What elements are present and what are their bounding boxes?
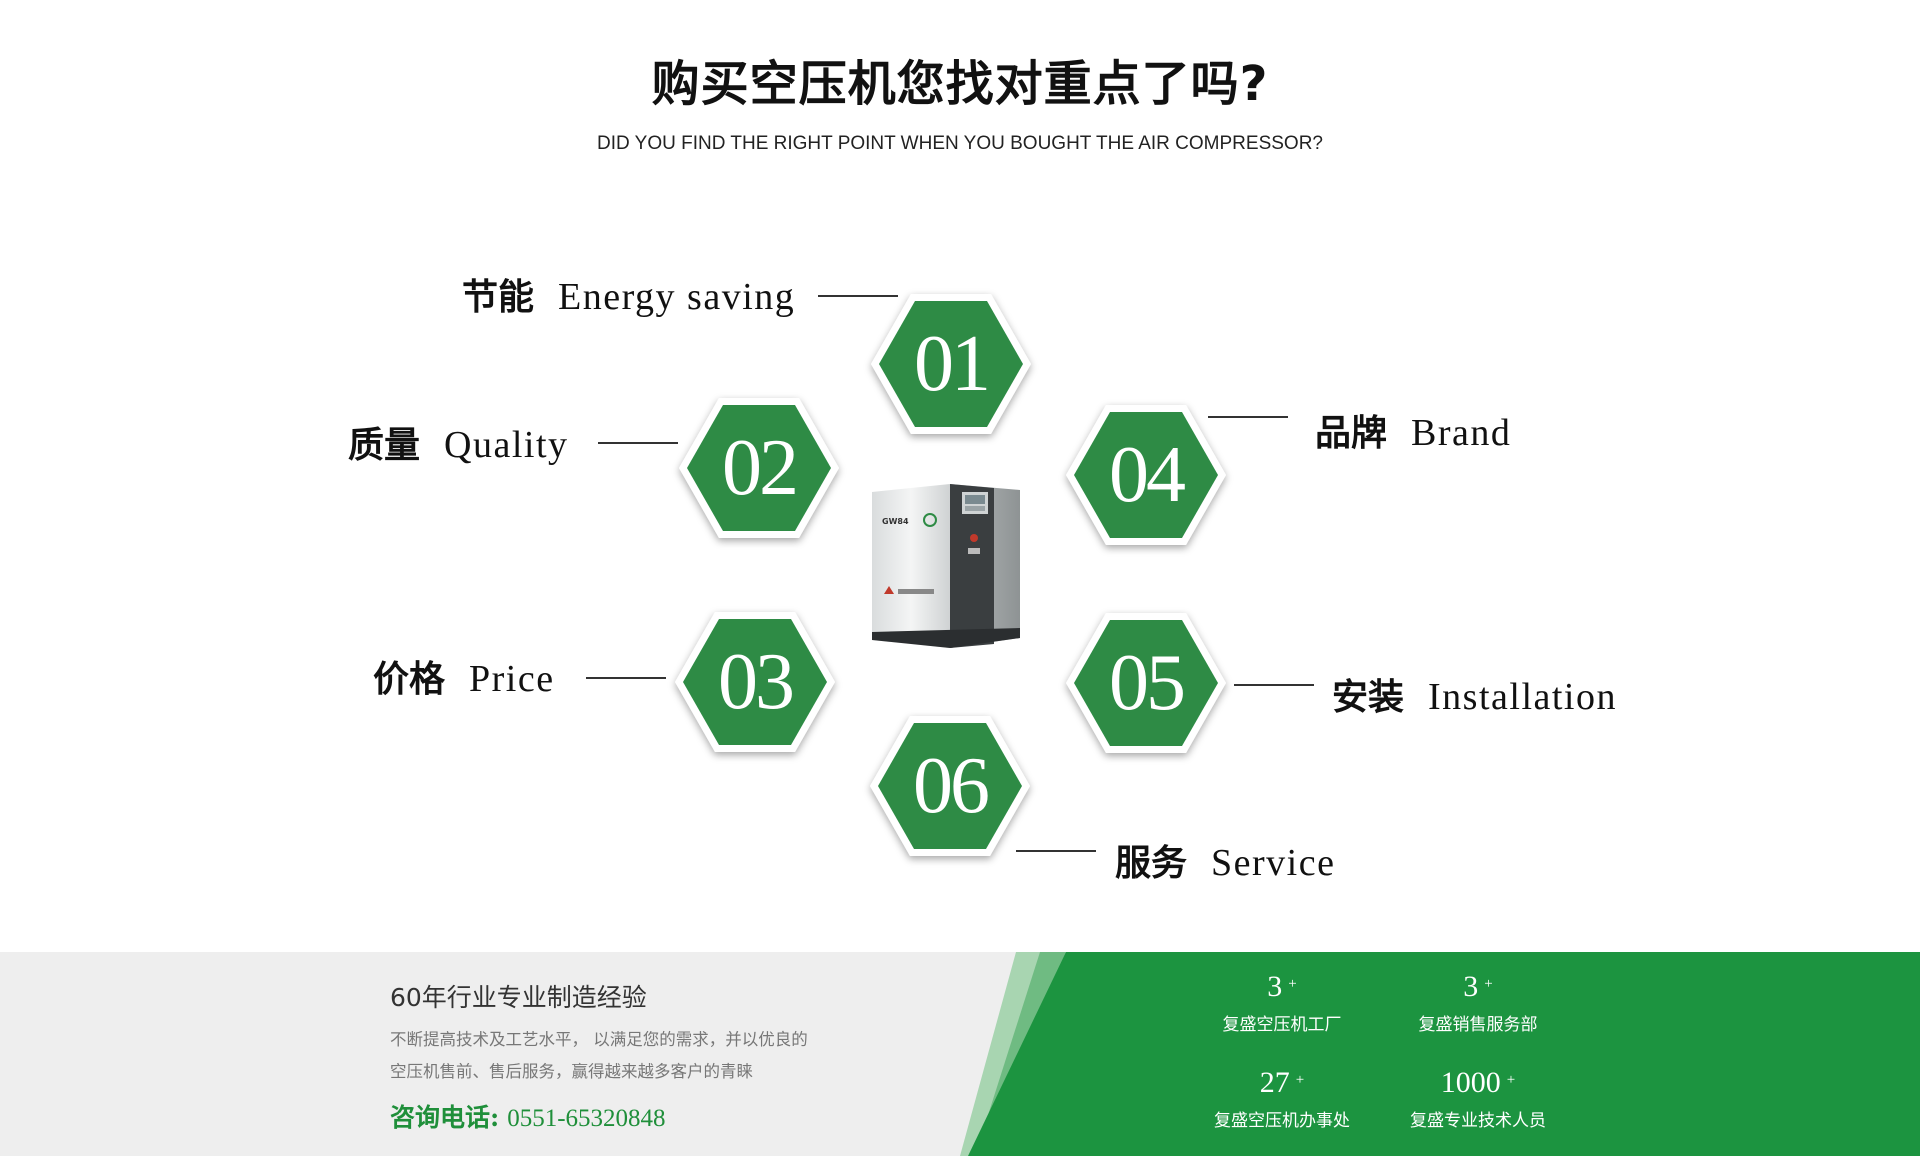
point-hex-01: 01: [871, 294, 1031, 434]
connector-line: [1234, 684, 1314, 686]
point-number: 01: [914, 320, 991, 408]
point-number: 02: [722, 424, 799, 512]
air-compressor-image: GW84: [870, 482, 1030, 654]
point-hex-06: 06: [870, 716, 1030, 856]
label-en: Brand: [1411, 412, 1512, 454]
point-number: 05: [1109, 639, 1186, 727]
stat-plus: +: [1295, 1072, 1305, 1088]
label-en: Energy saving: [558, 276, 796, 318]
stat-factories: 3 + 复盛空压机工厂: [1182, 970, 1382, 1035]
stat-value: 3: [1463, 970, 1479, 1003]
stat-label: 复盛空压机工厂: [1222, 1015, 1342, 1035]
footer-title: 60年行业专业制造经验: [390, 983, 647, 1012]
point-number: 03: [718, 638, 795, 726]
stat-value: 27: [1259, 1066, 1290, 1099]
point-number: 06: [913, 742, 990, 830]
label-zh: 品牌: [1315, 412, 1388, 454]
label-en: Price: [469, 658, 555, 700]
label-en: Service: [1211, 842, 1336, 884]
stat-value: 1000: [1440, 1066, 1501, 1099]
footer-desc-line: 不断提高技术及工艺水平， 以满足您的需求，并以优良的: [390, 1030, 808, 1049]
label-en: Quality: [444, 424, 569, 466]
stat-sales-offices: 3 + 复盛销售服务部: [1378, 970, 1578, 1035]
stat-label: 复盛专业技术人员: [1410, 1111, 1546, 1131]
footer-info-panel: [0, 952, 1100, 1156]
point-hex-05: 05: [1066, 613, 1226, 753]
label-zh: 服务: [1115, 842, 1188, 884]
connector-line: [1208, 416, 1288, 418]
point-label-price: 价格 Price: [373, 650, 555, 702]
stat-plus: +: [1288, 976, 1297, 992]
section-subtitle: DID YOU FIND THE RIGHT POINT WHEN YOU BO…: [597, 133, 1323, 154]
label-en: Installation: [1428, 676, 1617, 718]
stat-value: 3: [1267, 970, 1283, 1003]
footer-description: 不断提高技术及工艺水平， 以满足您的需求，并以优良的 空压机售前、售后服务，赢得…: [390, 1024, 870, 1088]
connector-line: [598, 442, 678, 444]
point-hex-04: 04: [1066, 405, 1226, 545]
footer-desc-line: 空压机售前、售后服务，赢得越来越多客户的青睐: [390, 1062, 753, 1081]
section-title: 购买空压机您找对重点了吗?: [651, 56, 1269, 112]
stat-technicians: 1000 + 复盛专业技术人员: [1378, 1066, 1578, 1131]
footer-green-panel: [960, 952, 1920, 1156]
footer-phone[interactable]: 咨询电话: 0551-65320848: [390, 1098, 666, 1134]
point-label-service: 服务 Service: [1115, 834, 1335, 886]
stat-plus: +: [1484, 976, 1493, 992]
point-label-energy: 节能 Energy saving: [462, 268, 795, 320]
machine-model: GW84: [882, 517, 909, 526]
label-zh: 安装: [1332, 676, 1405, 718]
stat-label: 复盛空压机办事处: [1214, 1111, 1350, 1131]
connector-line: [818, 295, 898, 297]
label-zh: 价格: [373, 658, 446, 700]
phone-label: 咨询电话:: [390, 1103, 500, 1132]
connector-line: [1016, 850, 1096, 852]
label-zh: 节能: [462, 276, 535, 318]
point-label-installation: 安装 Installation: [1332, 668, 1617, 720]
point-label-brand: 品牌 Brand: [1315, 404, 1511, 456]
label-zh: 质量: [348, 424, 421, 466]
point-label-quality: 质量 Quality: [348, 416, 569, 468]
stat-branches: 27 + 复盛空压机办事处: [1182, 1066, 1382, 1131]
connector-line: [586, 677, 666, 679]
point-number: 04: [1109, 431, 1186, 519]
point-hex-02: 02: [679, 398, 839, 538]
stat-plus: +: [1506, 1072, 1516, 1088]
phone-number[interactable]: 0551-65320848: [507, 1105, 666, 1132]
stat-label: 复盛销售服务部: [1418, 1015, 1538, 1035]
point-hex-03: 03: [675, 612, 835, 752]
